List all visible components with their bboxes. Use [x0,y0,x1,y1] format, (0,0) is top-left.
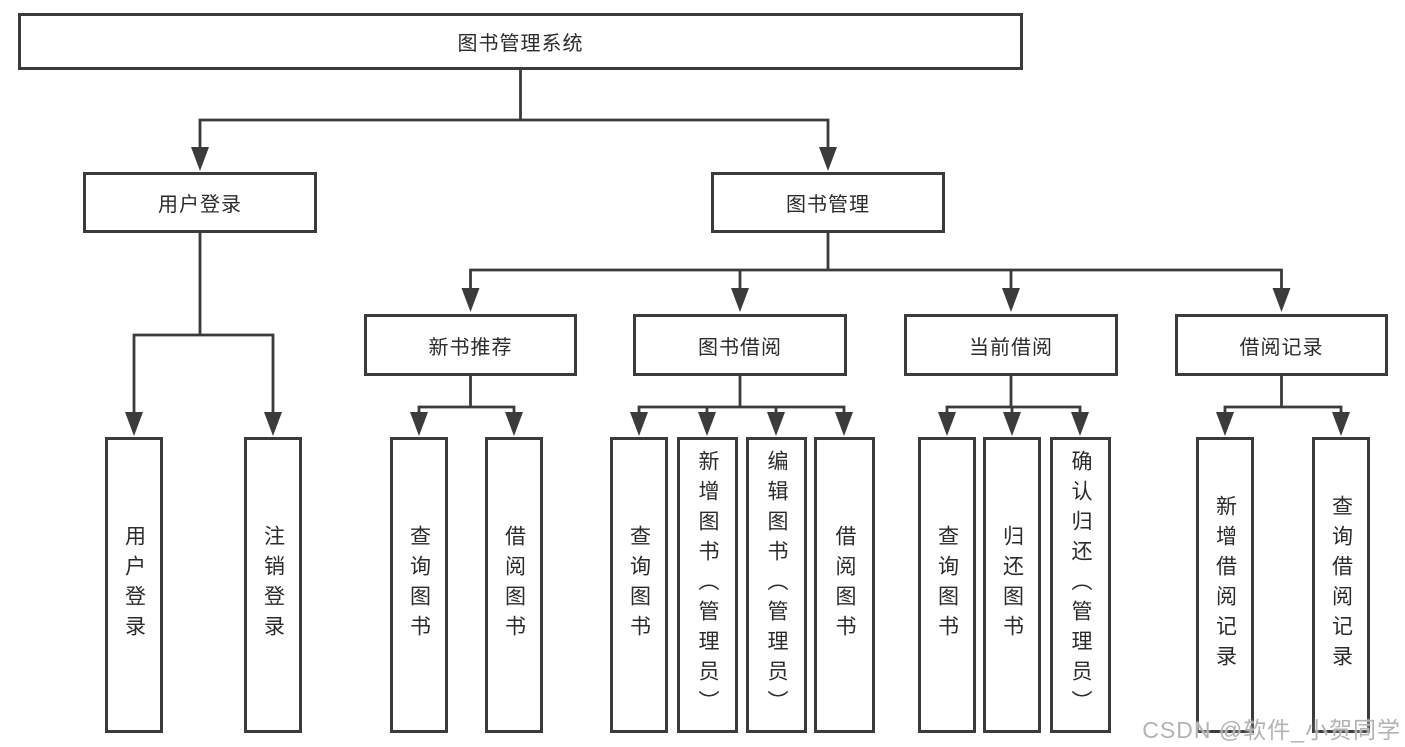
arrowhead [698,412,716,436]
arrowhead [767,412,785,436]
node-label: 当前借阅 [969,336,1053,359]
leaf-add-borrow-record: 新增借阅记录 [1196,437,1254,733]
leaf-borrow-books-recommend: 借阅图书 [485,437,543,733]
leaf-confirm-return-admin: 确认归还（管理员） [1050,437,1111,733]
node-label: 借阅图书 [502,525,526,645]
node-label: 确认归还（管理员） [1069,450,1092,720]
connector-book-borrow-group [637,374,846,417]
node-label: 图书借阅 [698,336,782,359]
connector-book-mgmt-branch [469,231,1283,293]
node-current-borrowing: 当前借阅 [904,314,1118,376]
leaf-add-books-admin: 新增图书（管理员） [677,437,738,733]
arrowhead [819,147,837,171]
arrowhead [191,147,209,171]
node-book-management-branch: 图书管理 [711,172,945,233]
leaf-return-books: 归还图书 [983,437,1041,733]
arrowhead [630,412,648,436]
arrowhead [264,412,282,436]
arrowhead [1071,412,1089,436]
arrowhead [1216,412,1234,436]
arrowhead [938,412,956,436]
arrowhead [125,412,143,436]
node-label: 用户登录 [122,525,146,645]
connector-root-to-level2 [198,68,830,152]
node-label: 用户登录 [158,194,242,216]
arrowhead [410,412,428,436]
watermark: CSDN @软件_小贺同学 [1142,717,1401,743]
node-library-system-root: 图书管理系统 [18,13,1023,70]
node-label: 借阅图书 [833,525,856,645]
arrowhead [835,412,853,436]
arrowhead [1002,288,1020,312]
node-label: 查询图书 [935,525,959,645]
node-label: 查询借阅记录 [1329,495,1353,675]
node-label: 编辑图书（管理员） [765,450,788,720]
arrowhead [461,288,480,312]
node-label: 图书管理系统 [457,33,584,55]
node-label: 注销登录 [261,525,285,645]
node-book-borrowing: 图书借阅 [633,314,847,376]
arrowhead [731,288,749,312]
arrowhead [505,412,523,436]
leaf-query-books-recommend: 查询图书 [390,437,448,733]
arrowhead [1003,412,1021,436]
leaf-query-books-borrowing: 查询图书 [610,437,668,733]
leaf-query-borrow-record: 查询借阅记录 [1312,437,1370,733]
connector-current-borrow-group [945,374,1082,417]
connector-new-books-group [417,374,516,417]
leaf-logout: 注销登录 [244,437,302,733]
leaf-edit-books-admin: 编辑图书（管理员） [746,437,807,733]
node-label: 新增借阅记录 [1213,495,1237,675]
connector-user-login-branch [132,231,275,417]
node-label: 图书管理 [786,194,870,216]
node-label: 借阅记录 [1239,336,1324,359]
leaf-query-books-current: 查询图书 [918,437,976,733]
node-user-login-branch: 用户登录 [83,172,317,233]
node-label: 归还图书 [1000,525,1024,645]
node-new-book-recommend: 新书推荐 [364,314,577,376]
node-label: 查询图书 [407,525,431,645]
node-label: 新增图书（管理员） [696,450,719,720]
leaf-borrow-books: 借阅图书 [814,437,875,733]
node-label: 新书推荐 [428,336,513,359]
leaf-user-login: 用户登录 [105,437,163,733]
arrowhead [1272,288,1291,312]
node-label: 查询图书 [627,525,651,645]
connector-borrow-records-group [1223,374,1343,417]
arrowhead [1332,412,1350,436]
node-borrowing-records: 借阅记录 [1175,314,1388,376]
